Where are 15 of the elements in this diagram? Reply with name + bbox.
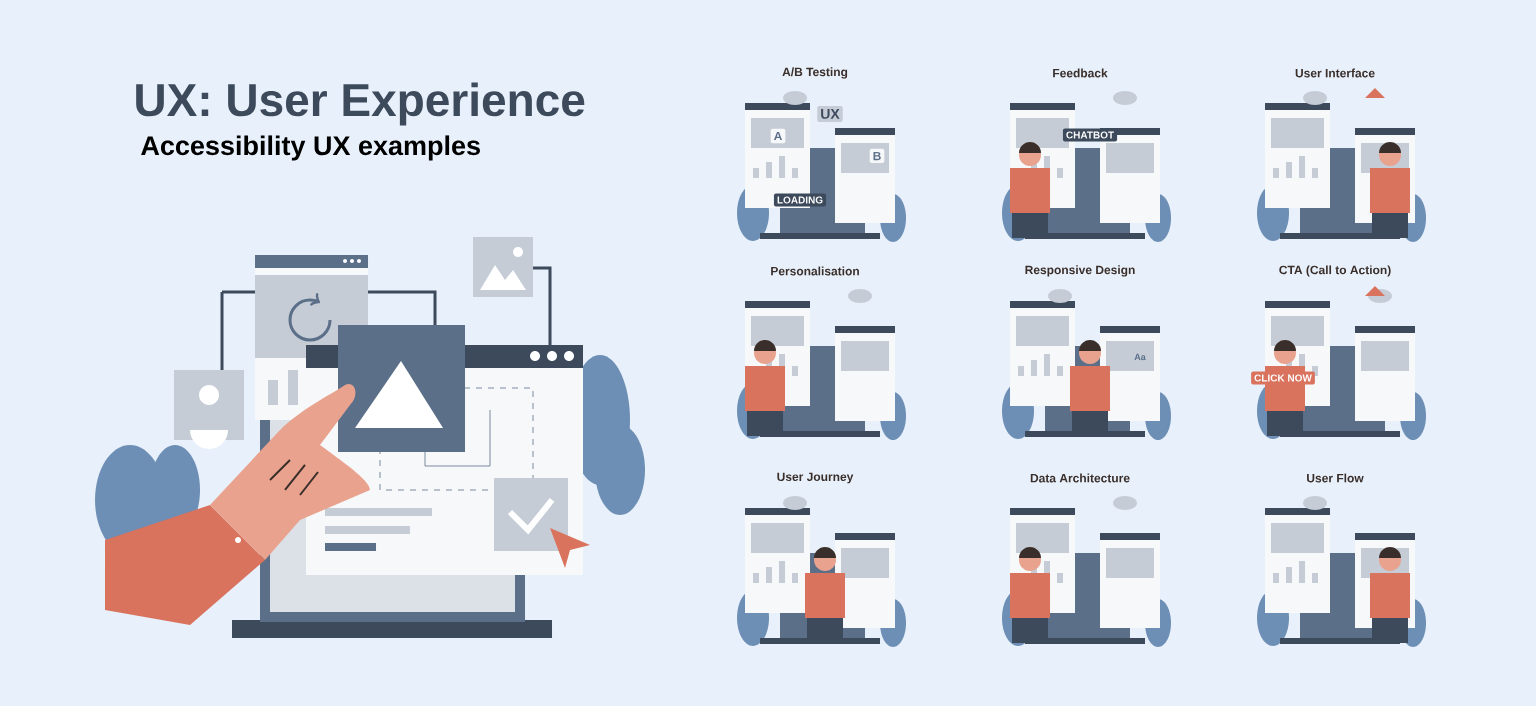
panel-heading: User Journey: [777, 472, 854, 484]
panel-heading: Personalisation: [771, 266, 859, 276]
panel-heading: Feedback: [1053, 68, 1108, 78]
subtitle: Accessibility UX examples: [141, 135, 480, 161]
screen-text: LOADING: [773, 193, 827, 207]
panel-heading: Data Architecture: [1030, 473, 1130, 483]
panel-heading: User Interface: [1295, 68, 1375, 78]
panel-heading: A/B Testing: [782, 67, 848, 79]
screen-text: CLICK NOW: [1251, 371, 1315, 385]
screen-text: CHATBOT: [1062, 128, 1118, 142]
screen-text: UX: [817, 106, 843, 122]
panel-heading: CTA (Call to Action): [1279, 265, 1391, 277]
title: UX: User Experience: [136, 82, 585, 126]
panel-heading: User Flow: [1307, 473, 1364, 483]
panel-heading: Responsive Design: [1025, 265, 1135, 277]
